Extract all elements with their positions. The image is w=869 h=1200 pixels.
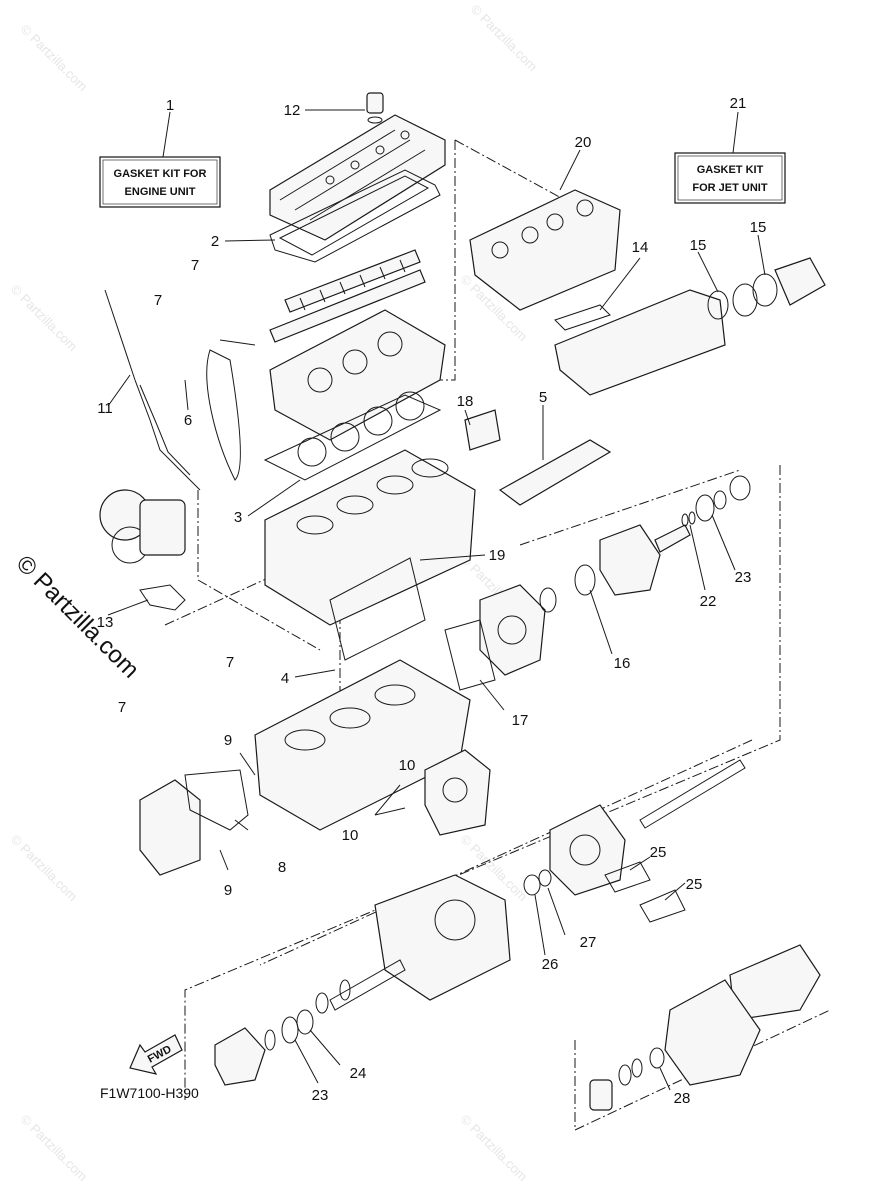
watermark: © Partzilla.com: [8, 832, 81, 905]
cylinder-head-gasket: [263, 391, 442, 481]
rear-cover: [424, 749, 491, 836]
camshafts: [269, 249, 426, 343]
callout-24: 24: [350, 1065, 367, 1082]
callout-10: 10: [342, 827, 359, 844]
callout-25: 25: [650, 844, 667, 861]
callout-17: 17: [512, 712, 529, 729]
callout-15: 15: [750, 219, 767, 236]
callout-23: 23: [735, 569, 752, 586]
pump-seals: [523, 869, 552, 896]
jet-pump-housing: [549, 804, 626, 896]
jet-kit-line2: FOR JET UNIT: [692, 182, 767, 194]
jet-bearings: [589, 1047, 665, 1111]
watermark: © Partzilla.com: [18, 22, 91, 95]
callout-7: 7: [154, 292, 162, 309]
callout-1: 1: [166, 97, 174, 114]
watermark: © Partzilla.com: [458, 1112, 531, 1185]
callout-14: 14: [632, 239, 649, 256]
turbocharger: [99, 489, 186, 564]
callout-25: 25: [686, 876, 703, 893]
callout-27: 27: [580, 934, 597, 951]
front-cover: [479, 584, 546, 676]
cylinder-block: [264, 449, 476, 626]
cam-chain: [206, 339, 256, 481]
engine-kit-line1: GASKET KIT FOR: [114, 168, 207, 180]
callout-7: 7: [118, 699, 126, 716]
drive-coupler: [599, 524, 691, 596]
callouts: 1 2 3 4 5 6 7 7 7 7 8 9 9 10 10 11 12 13…: [97, 95, 767, 1107]
callout-21: 21: [730, 95, 747, 112]
thermostat-cover: [464, 409, 501, 451]
watermark: © Partzilla.com: [468, 2, 541, 75]
watermark: © Partzilla.com: [18, 1112, 91, 1185]
oil-filler-cap: [366, 92, 384, 124]
callout-4: 4: [281, 670, 289, 687]
callout-7: 7: [191, 257, 199, 274]
callout-3: 3: [234, 509, 242, 526]
fwd-arrow: FWD: [129, 1034, 183, 1075]
oil-dipstick: [104, 289, 201, 491]
callout-12: 12: [284, 102, 301, 119]
impeller: [664, 944, 821, 1086]
engine-kit-line2: ENGINE UNIT: [125, 186, 196, 198]
callout-8: 8: [278, 859, 286, 876]
callout-15: 15: [690, 237, 707, 254]
callout-7: 7: [226, 654, 234, 671]
callout-2: 2: [211, 233, 219, 250]
callout-9: 9: [224, 882, 232, 899]
callout-22: 22: [700, 593, 717, 610]
watermark: © Partzilla.com: [8, 282, 81, 355]
turbo-gasket: [139, 584, 186, 611]
callout-6: 6: [184, 412, 192, 429]
callout-28: 28: [674, 1090, 691, 1107]
head-cover-gasket: [269, 169, 441, 263]
callout-5: 5: [539, 389, 547, 406]
oil-pump: [139, 769, 249, 876]
watermarks: © Partzilla.com © Partzilla.com © Partzi…: [8, 2, 541, 1185]
exhaust-pipe: [554, 289, 726, 396]
callout-23: 23: [312, 1087, 329, 1104]
callout-9: 9: [224, 732, 232, 749]
diagram-code: F1W7100-H390: [100, 1085, 199, 1101]
callout-20: 20: [575, 134, 592, 151]
crankcase-gasket: [329, 557, 426, 661]
seals-bearings-upper: [539, 475, 751, 613]
intermediate-housing: [374, 874, 511, 1001]
cylinder-head-cover: [269, 114, 446, 241]
jet-kit-line1: GASKET KIT: [697, 164, 764, 176]
callout-19: 19: [489, 547, 506, 564]
callout-11: 11: [97, 400, 113, 417]
engine-gasket-kit-label: GASKET KIT FOR ENGINE UNIT: [99, 156, 221, 208]
cover-gasket: [444, 619, 496, 691]
callout-18: 18: [457, 393, 474, 410]
callout-26: 26: [542, 956, 559, 973]
driveline-shaft: [329, 959, 406, 1011]
bearing-housing: [214, 979, 351, 1086]
leader-lines: [107, 109, 766, 1091]
pump-gaskets: [604, 861, 686, 923]
callout-16: 16: [614, 655, 631, 672]
jet-gasket-kit-label: GASKET KIT FOR JET UNIT: [674, 152, 786, 204]
callout-10: 10: [399, 757, 416, 774]
exhaust-manifold: [469, 189, 621, 311]
side-watermark: © Partzilla.com: [11, 550, 144, 683]
jet-drive-shaft: [639, 759, 746, 829]
callout-13: 13: [97, 614, 114, 631]
cylinder-head: [269, 309, 446, 441]
intake-plate: [498, 439, 612, 506]
